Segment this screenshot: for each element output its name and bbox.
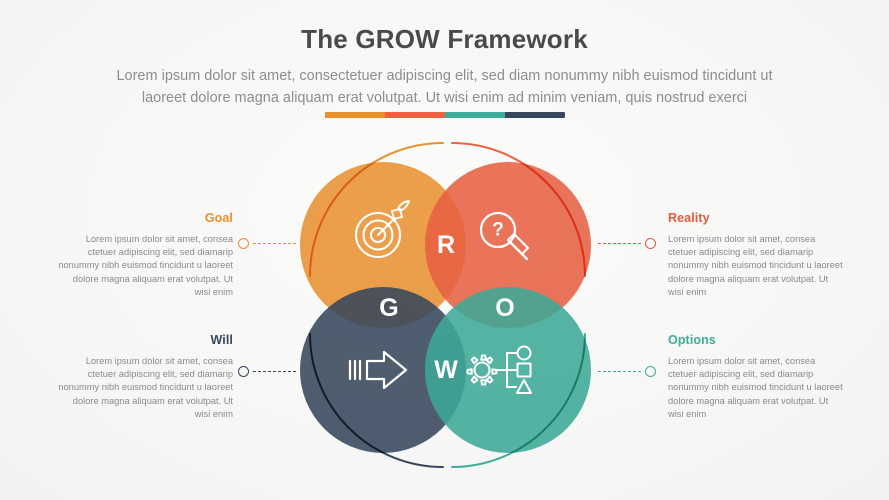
subtitle-line-1: Lorem ipsum dolor sit amet, consectetuer… [116,68,773,84]
color-divider-bar [324,112,565,118]
panel-reality-title: Reality [668,211,710,225]
connector-line-reality [598,242,641,244]
arrow-forward-icon [348,350,408,390]
circle-goal [300,162,466,328]
connector-line-options [598,370,641,372]
connector-line-will [253,370,296,372]
circle-will [300,287,466,453]
connector-dot-reality[interactable] [645,237,656,249]
divider-segment-will [504,112,565,118]
header: The GROW Framework Lorem ipsum dolor sit… [0,22,889,109]
venn-diagram: G R O W ? [0,130,889,480]
venn-letter-G: G [379,294,398,322]
connector-dot-will[interactable] [238,365,249,377]
gear-options-icon [466,345,532,394]
panel-will-body: Lorem ipsum dolor sit amet, consea ctetu… [58,356,233,419]
panel-reality-body: Lorem ipsum dolor sit amet, consea ctetu… [668,234,843,297]
panel-will-title: Will [210,333,233,347]
connector-line-goal [253,242,296,244]
venn-letter-W: W [434,356,458,384]
divider-segment-reality [384,112,445,118]
panel-goal: Goal Lorem ipsum dolor sit amet, consea … [58,210,233,299]
divider-segment-options [444,112,505,118]
connector-options [594,364,656,378]
page-title: The GROW Framework [301,24,588,54]
subtitle-line-2: laoreet dolore magna aliquam erat volutp… [141,90,748,106]
panel-options-body: Lorem ipsum dolor sit amet, consea ctetu… [668,356,843,419]
connector-dot-goal[interactable] [238,237,249,249]
target-icon [354,200,410,259]
divider-segment-goal [324,112,385,118]
panel-goal-title: Goal [204,211,233,225]
svg-text:?: ? [492,220,504,241]
connector-will [238,364,300,378]
connector-reality [594,236,656,250]
magnifier-question-icon: ? [479,211,530,261]
connector-goal [238,236,300,250]
connector-dot-options[interactable] [645,365,656,377]
venn-letter-R: R [437,231,455,259]
panel-options: Options Lorem ipsum dolor sit amet, cons… [668,332,843,421]
panel-goal-body: Lorem ipsum dolor sit amet, consea ctetu… [58,234,233,297]
panel-reality: Reality Lorem ipsum dolor sit amet, cons… [668,210,843,299]
panel-will: Will Lorem ipsum dolor sit amet, consea … [58,332,233,421]
venn-letter-O: O [495,294,514,322]
page-subtitle: Lorem ipsum dolor sit amet, consectetuer… [0,65,889,109]
panel-options-title: Options [668,333,716,347]
